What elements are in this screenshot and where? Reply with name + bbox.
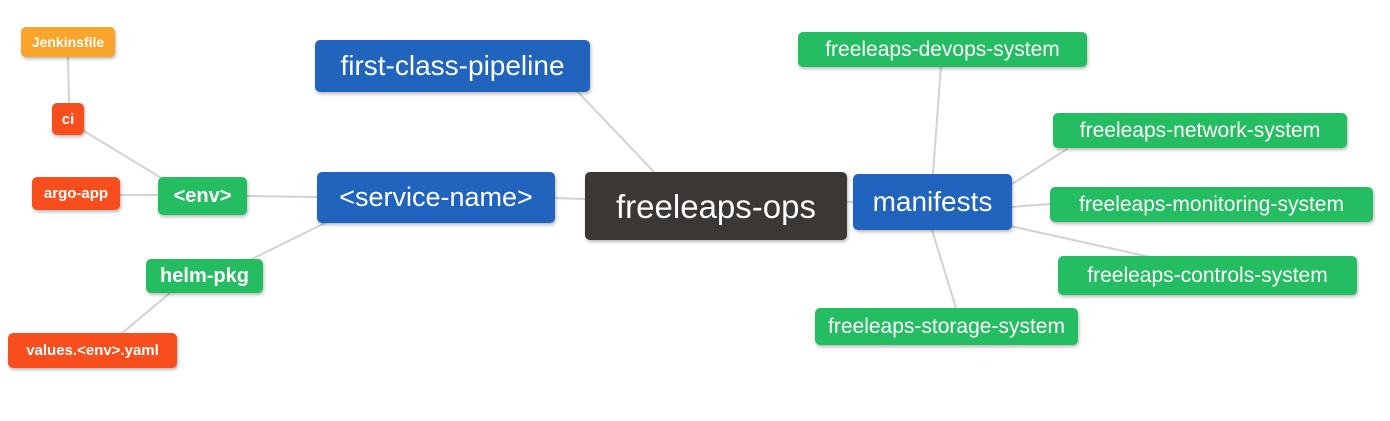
edge-ci-env: [83, 130, 164, 180]
node-manifests[interactable]: manifests: [853, 174, 1012, 230]
edge-service-name-helm-pkg: [249, 221, 328, 261]
node-jenkinsfile[interactable]: Jenkinsfile: [21, 27, 115, 57]
node-argo-app[interactable]: argo-app: [32, 177, 120, 210]
node-values-env-yaml[interactable]: values.<env>.yaml: [8, 333, 177, 368]
edge-jenkinsfile-ci: [67, 56, 70, 104]
node-first-class-pipeline[interactable]: first-class-pipeline: [315, 40, 590, 92]
edge-manifests-network: [1011, 148, 1068, 185]
edge-manifests-controls: [1009, 225, 1151, 258]
node-freeleaps-storage-system[interactable]: freeleaps-storage-system: [815, 308, 1078, 345]
edge-manifests-devops: [932, 65, 942, 175]
node-freeleaps-monitoring-system[interactable]: freeleaps-monitoring-system: [1050, 187, 1373, 222]
edge-helm-pkg-values-yaml: [120, 292, 171, 335]
node-ci[interactable]: ci: [52, 103, 84, 135]
edge-fcp-freeleaps-ops: [576, 90, 655, 173]
node-freeleaps-ops[interactable]: freeleaps-ops: [585, 172, 847, 240]
edge-manifests-storage: [931, 229, 957, 309]
node-env[interactable]: <env>: [158, 177, 247, 215]
node-freeleaps-network-system[interactable]: freeleaps-network-system: [1053, 113, 1347, 148]
edge-manifests-monitoring: [1011, 203, 1051, 208]
edge-env-service-name: [246, 195, 318, 198]
node-freeleaps-controls-system[interactable]: freeleaps-controls-system: [1058, 256, 1357, 295]
node-helm-pkg[interactable]: helm-pkg: [146, 259, 263, 293]
node-freeleaps-devops-system[interactable]: freeleaps-devops-system: [798, 32, 1087, 67]
node-service-name[interactable]: <service-name>: [317, 172, 555, 223]
edge-service-name-ops: [554, 197, 586, 200]
